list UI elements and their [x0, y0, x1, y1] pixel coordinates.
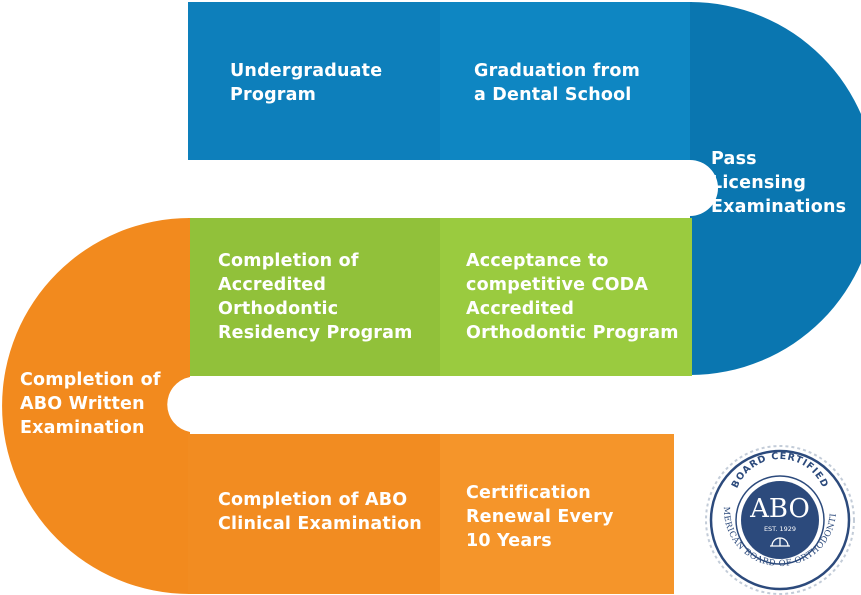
dental-school-block [440, 2, 692, 160]
seal-emblem-icon [770, 537, 790, 547]
residency-block [188, 218, 440, 376]
seal-inner-ring [735, 475, 825, 565]
seal-center-disc [741, 481, 819, 559]
seal-outer-ring [705, 445, 855, 595]
licensing-curve [690, 2, 861, 375]
undergraduate-block [188, 2, 440, 160]
written-exam-curve [2, 218, 190, 594]
renewal-block [440, 434, 674, 594]
seal-abo-letters: ABO [749, 494, 810, 524]
seal-est-text: EST. 1929 [764, 525, 796, 533]
clinical-exam-block [188, 434, 440, 594]
acceptance-block [440, 218, 692, 376]
